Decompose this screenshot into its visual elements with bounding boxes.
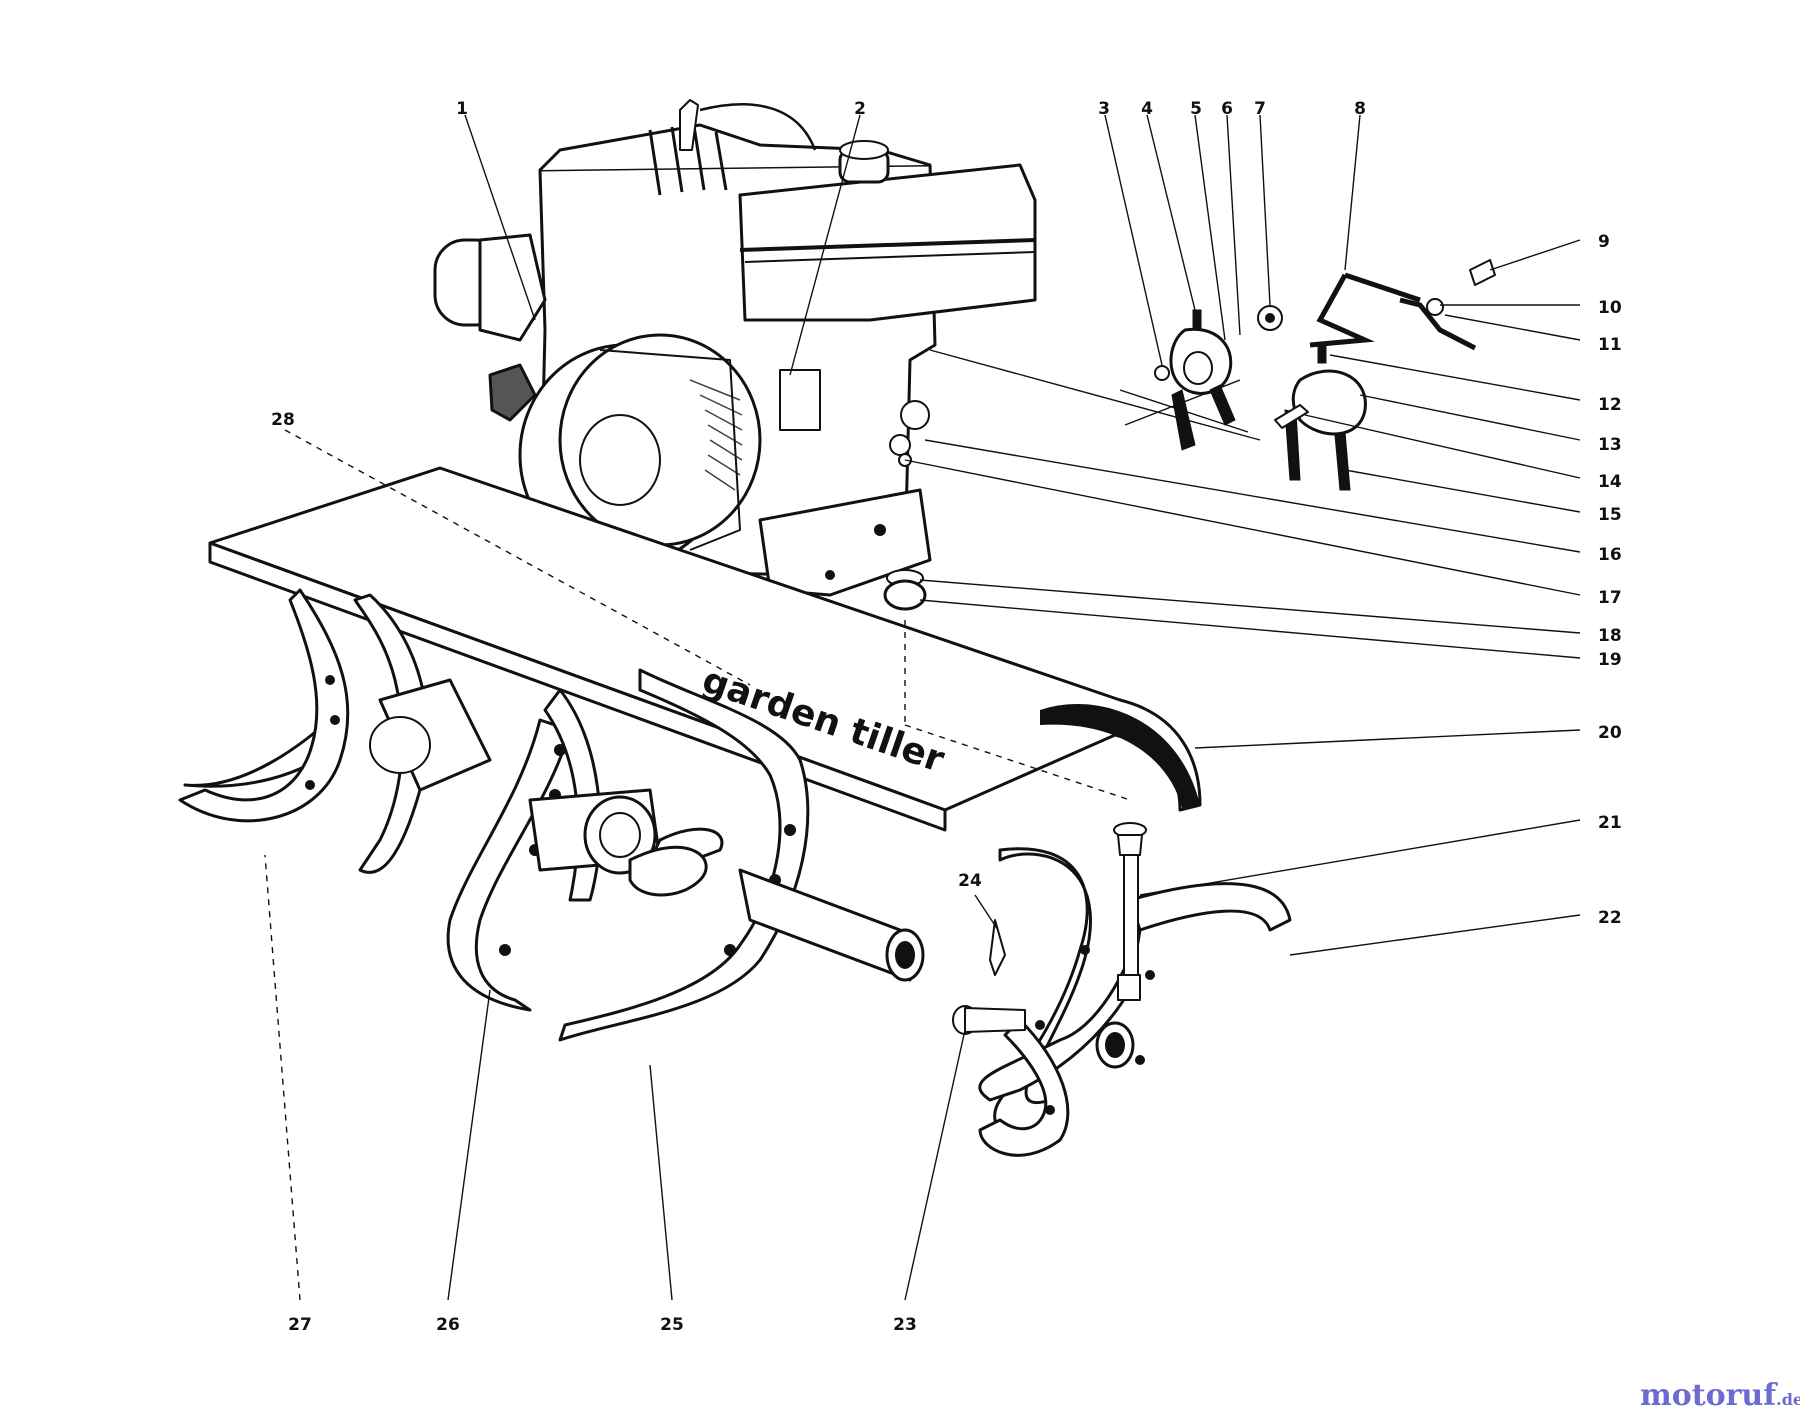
callout-27: 27 xyxy=(288,1315,312,1335)
callout-16: 16 xyxy=(1598,545,1622,565)
callout-17: 17 xyxy=(1598,588,1622,608)
callout-20: 20 xyxy=(1598,723,1622,743)
callout-14: 14 xyxy=(1598,472,1622,492)
callout-21: 21 xyxy=(1598,813,1622,833)
callout-9: 9 xyxy=(1598,232,1610,252)
callout-3: 3 xyxy=(1098,99,1110,119)
callout-18: 18 xyxy=(1598,626,1622,646)
callout-labels: 1 2 3 4 5 6 7 8 9 10 11 12 13 14 15 16 1… xyxy=(271,99,1622,1335)
callout-6: 6 xyxy=(1221,99,1233,119)
callout-28: 28 xyxy=(271,410,295,430)
callout-8: 8 xyxy=(1354,99,1366,119)
svg-text:motoruf.de: motoruf.de xyxy=(1640,1378,1800,1413)
callout-12: 12 xyxy=(1598,395,1622,415)
callout-15: 15 xyxy=(1598,505,1622,525)
watermark-suffix: .de xyxy=(1776,1390,1800,1409)
watermark-logo: motoruf.de xyxy=(1640,1378,1800,1413)
callout-10: 10 xyxy=(1598,298,1622,318)
callout-4: 4 xyxy=(1141,99,1153,119)
engine xyxy=(433,99,1037,597)
bolt-21 xyxy=(1113,822,1147,1001)
callout-7: 7 xyxy=(1254,99,1266,119)
callout-19: 19 xyxy=(1598,650,1622,670)
callout-1: 1 xyxy=(456,99,468,119)
left-tine-assembly xyxy=(178,588,925,1042)
right-tine-assembly xyxy=(952,847,1292,1157)
watermark-text: motoruf xyxy=(1640,1378,1778,1413)
callout-24: 24 xyxy=(958,871,982,891)
callout-22: 22 xyxy=(1598,908,1622,928)
callout-13: 13 xyxy=(1598,435,1622,455)
callout-25: 25 xyxy=(660,1315,684,1335)
callout-2: 2 xyxy=(854,99,866,119)
callout-11: 11 xyxy=(1598,335,1622,355)
leader-lines xyxy=(264,114,1581,1301)
callout-26: 26 xyxy=(436,1315,460,1335)
callout-23: 23 xyxy=(893,1315,917,1335)
small-parts xyxy=(883,259,1496,611)
callout-5: 5 xyxy=(1190,99,1202,119)
